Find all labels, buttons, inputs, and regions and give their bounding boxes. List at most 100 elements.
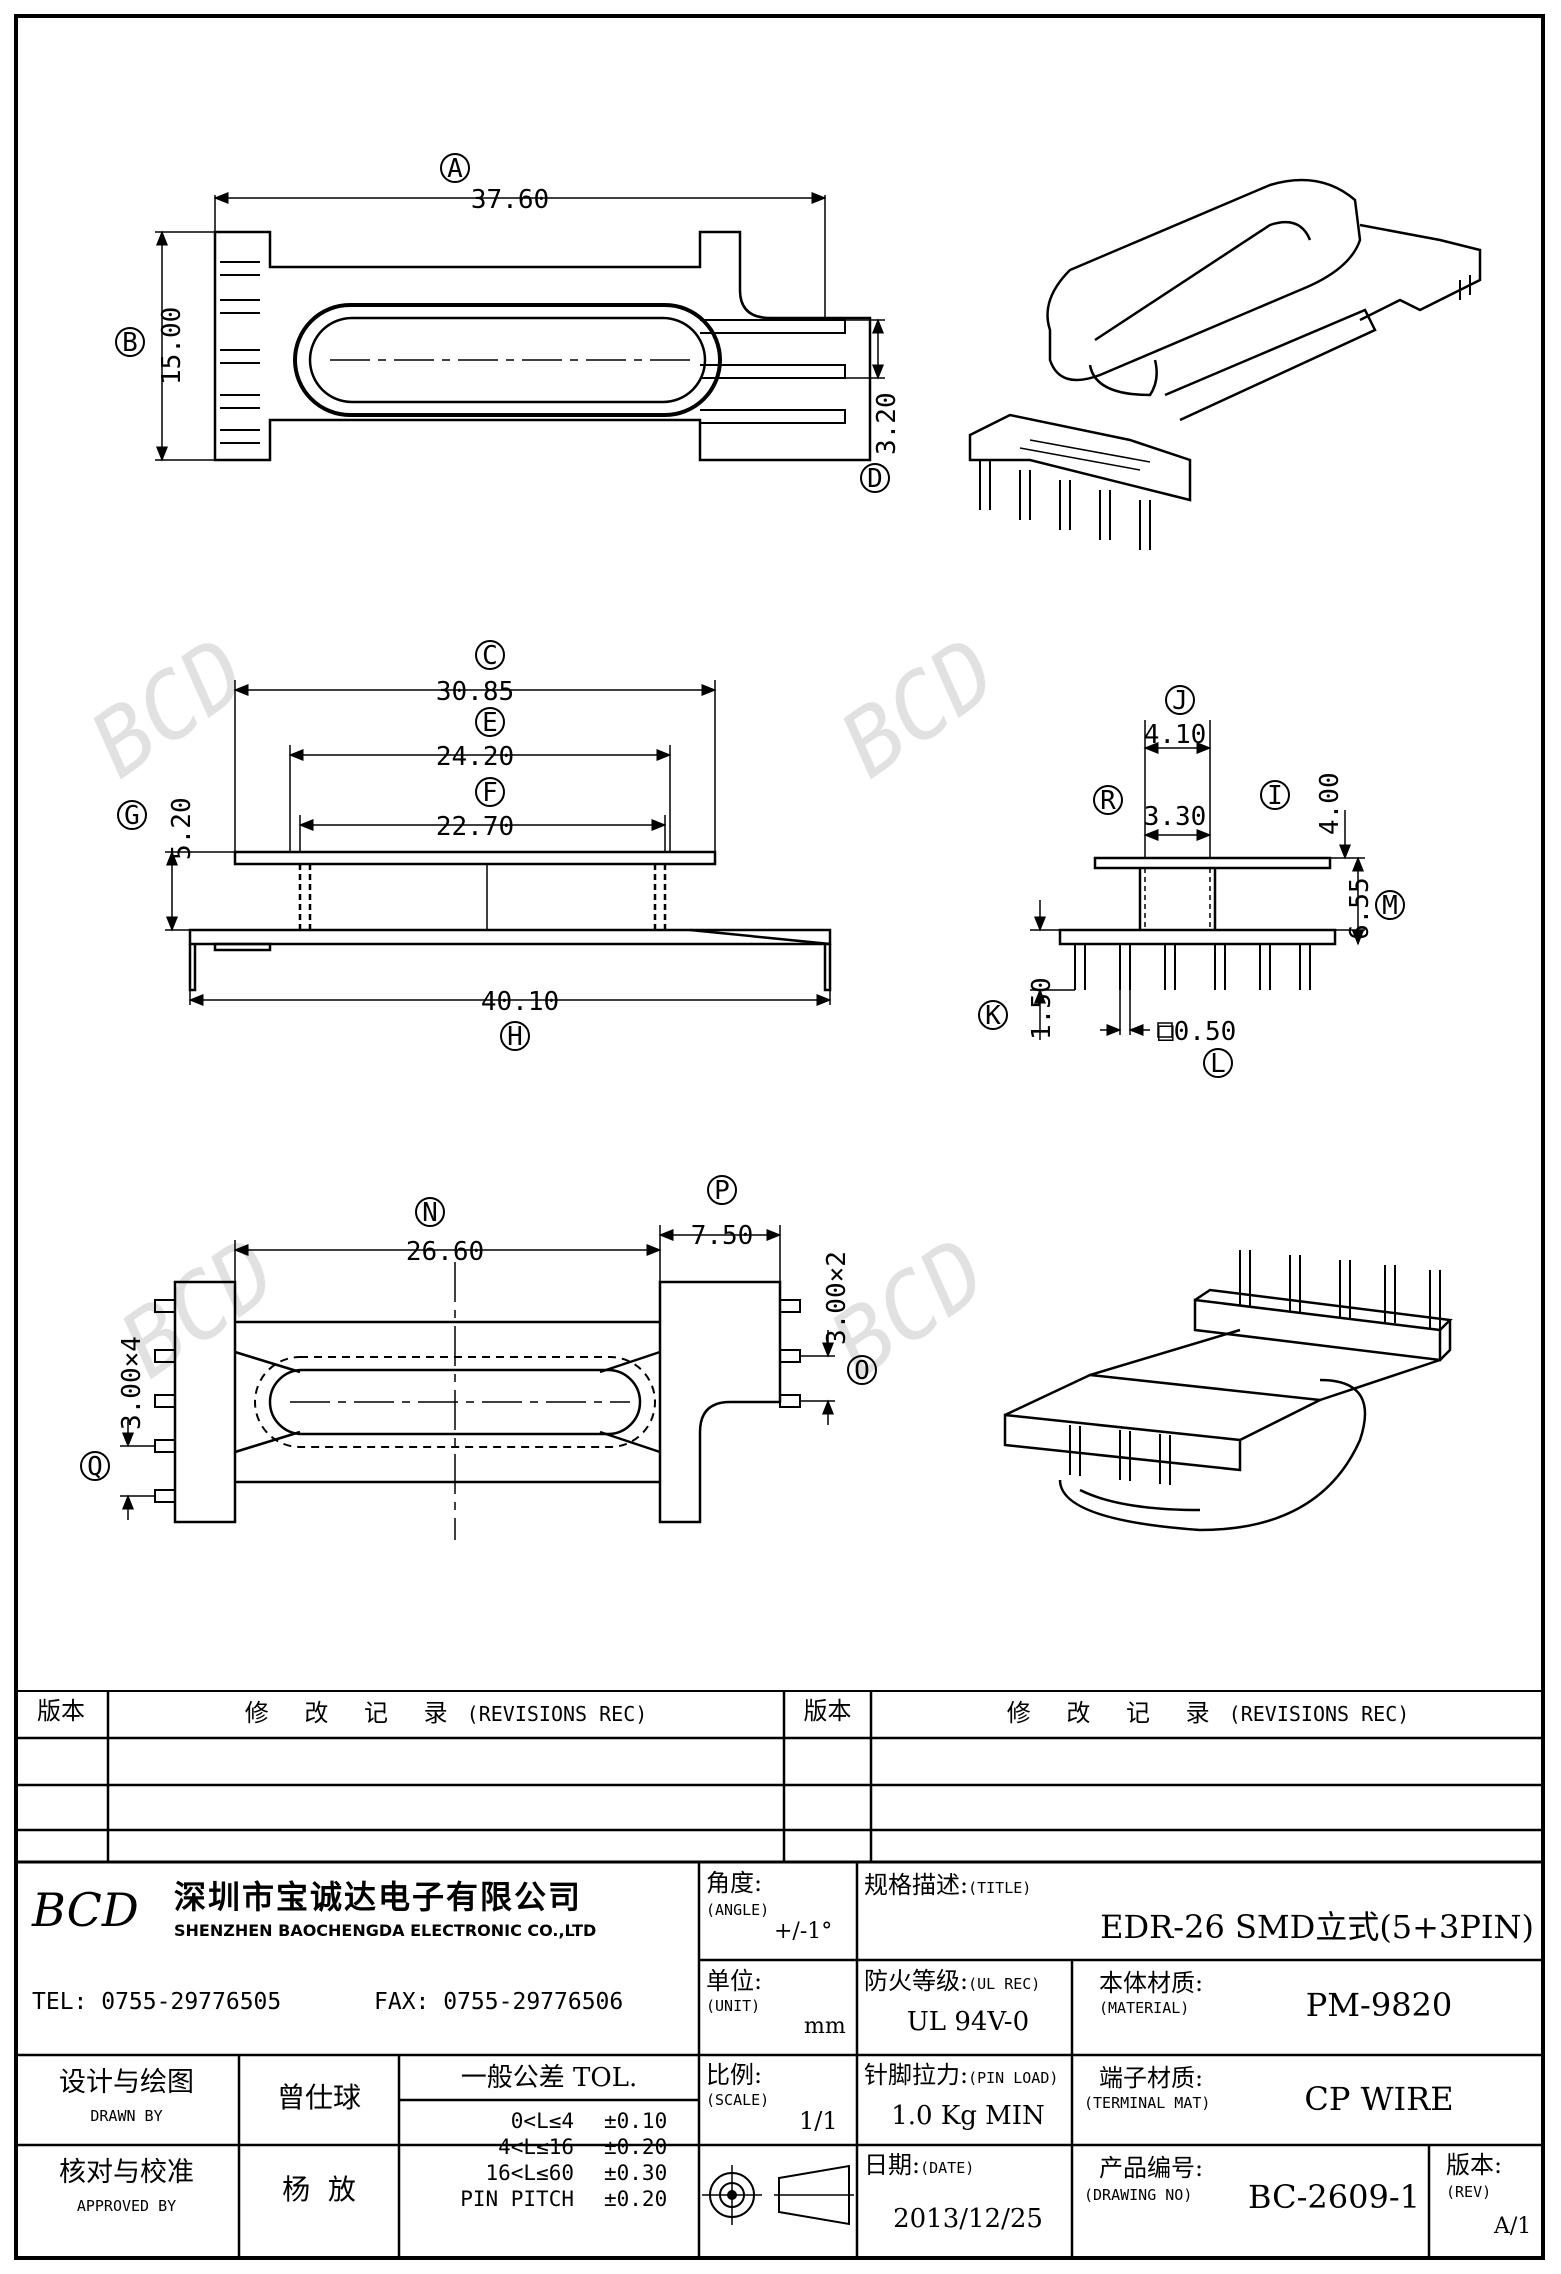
- dim-value-I: 4.00: [1315, 772, 1345, 835]
- dim-tag-Q: Q: [87, 1452, 103, 1482]
- scale-label-en: (SCALE): [706, 2091, 770, 2109]
- dim-value-J: 4.10: [1144, 720, 1207, 750]
- dim-tag-F: F: [482, 778, 498, 808]
- dim-tag-M: M: [1382, 891, 1398, 921]
- unit-label: 单位:: [706, 1967, 763, 1995]
- iso-view-top: [968, 178, 1482, 550]
- angle-label: 角度:: [706, 1869, 763, 1897]
- tolerance-table: 0<L≤4 ±0.10 4<L≤16 ±0.20 16<L≤60 ±0.30 PIN …: [409, 2108, 694, 2212]
- company-logo: BCD: [32, 1883, 139, 1937]
- drawing-no-value: BC-2609-1: [1247, 2178, 1420, 2216]
- company-name-en: SHENZHEN BAOCHENGDA ELECTRONIC CO.,LTD: [174, 1921, 597, 1940]
- tolerance-row: 4<L≤16 ±0.20: [409, 2134, 694, 2160]
- rev-record-label: 修 改 记 录: [244, 1699, 462, 1727]
- dim-value-R: 3.30: [1144, 802, 1207, 832]
- dim-value-F: 22.70: [436, 812, 514, 842]
- dim-tag-D: D: [867, 464, 883, 494]
- tolerance-value: ±0.30: [604, 2161, 668, 2185]
- rev-value: A/1: [1494, 2214, 1532, 2239]
- dim-value-P: 7.50: [691, 1221, 754, 1251]
- dim-tag-A: A: [447, 154, 463, 184]
- side-view-labels: C 30.85 E 24.20 F 22.70 G 5.20 40.10 H: [124, 641, 559, 1052]
- ul-value: UL 94V-0: [906, 2007, 1030, 2037]
- rev-record-header: 修 改 记 录 (REVISIONS REC): [108, 1700, 784, 1726]
- tolerance-value: ±0.20: [604, 2187, 668, 2211]
- date-label-row: 日期:(DATE): [864, 2152, 974, 2178]
- material-label: 本体材质:: [1099, 1969, 1204, 1997]
- top-view-labels: A 37.60 B 15.00 3.20 D: [122, 154, 902, 494]
- rev-record-label-en: (REVISIONS REC): [1228, 1702, 1410, 1726]
- unit-label-en: (UNIT): [706, 1997, 761, 2015]
- dim-value-K: 1.50: [1027, 977, 1057, 1040]
- dim-value-O: 3.00×2: [822, 1251, 852, 1345]
- tolerance-row: 16<L≤60 ±0.30: [409, 2160, 694, 2186]
- dim-tag-C: C: [482, 641, 498, 671]
- dim-value-B: 15.00: [157, 307, 187, 385]
- title-label-en: (TITLE): [968, 1879, 1032, 1897]
- end-view: [978, 685, 1405, 1078]
- tolerance-range: PIN PITCH: [460, 2187, 574, 2211]
- dim-value-E: 24.20: [436, 742, 514, 772]
- terminal-label-en: (TERMINAL MAT): [1084, 2094, 1211, 2112]
- drawing-no-label: 产品编号:: [1099, 2154, 1204, 2182]
- date-label: 日期:: [864, 2151, 921, 2179]
- tolerance-range: 0<L≤4: [510, 2109, 574, 2133]
- approved-label: 核对与校准: [59, 2157, 194, 2188]
- company-fax: FAX: 0755-29776506: [374, 1989, 624, 2015]
- dim-value-L: □0.50: [1158, 1017, 1236, 1047]
- projection-symbol-icon: [702, 2164, 854, 2226]
- material-label-en: (MATERIAL): [1099, 1999, 1190, 2017]
- drawn-value: 曾仕球: [276, 2081, 361, 2114]
- unit-value: mm: [804, 2014, 846, 2039]
- dim-value-A: 37.60: [471, 185, 549, 215]
- top-view: [115, 153, 890, 493]
- dim-value-C: 30.85: [436, 677, 514, 707]
- tolerance-value: ±0.10: [604, 2109, 668, 2133]
- scale-label: 比例:: [706, 2061, 763, 2089]
- rev-record-label: 修 改 记 录: [1006, 1699, 1224, 1727]
- drawn-label-en: DRAWN BY: [90, 2107, 163, 2125]
- iso-view-bottom: [1003, 1250, 1453, 1532]
- terminal-value: CP WIRE: [1304, 2080, 1454, 2118]
- dim-tag-N: N: [422, 1198, 438, 1228]
- title-label-row: 规格描述:(TITLE): [864, 1872, 1031, 1898]
- pin-load-label-row: 针脚拉力:(PIN LOAD): [864, 2062, 1058, 2088]
- dim-value-Q: 3.00×4: [117, 1336, 147, 1430]
- pin-load-value: 1.0 Kg MIN: [891, 2101, 1045, 2131]
- side-view: [117, 640, 832, 1051]
- dim-value-M: 6.55: [1345, 877, 1375, 940]
- rev-label-en: (REV): [1446, 2183, 1492, 2201]
- title-value: EDR-26 SMD立式(5+3PIN): [1100, 1908, 1534, 1946]
- ul-label: 防火等级:: [864, 1967, 969, 1995]
- dim-tag-K: K: [985, 1001, 1001, 1031]
- drawing-area: BCD BCD BCD BCD: [72, 153, 1482, 1540]
- bottom-view-labels: N 26.60 P 7.50 3.00×2 O 3.00×4 Q: [87, 1176, 870, 1482]
- title-block-grid: [14, 1690, 1545, 2260]
- tolerance-value: ±0.20: [604, 2135, 668, 2159]
- dim-tag-R: R: [1100, 786, 1116, 816]
- angle-value: +/-1°: [774, 1919, 833, 1944]
- watermark-text: BCD: [72, 619, 265, 798]
- company-name-cn: 深圳市宝诚达电子有限公司: [174, 1878, 583, 1916]
- date-label-en: (DATE): [920, 2159, 975, 2177]
- ul-label-en: (UL REC): [968, 1975, 1041, 1993]
- rev-version-header: 版本: [37, 1697, 85, 1725]
- tolerance-range: 16<L≤60: [485, 2161, 574, 2185]
- approved-label-en: APPROVED BY: [76, 2197, 177, 2215]
- bottom-view: [80, 1175, 877, 1540]
- title-block: 版本 修 改 记 录 (REVISIONS REC) 版本 修 改 记 录 (R…: [14, 1690, 1545, 2260]
- pin-load-label: 针脚拉力:: [864, 2061, 969, 2089]
- tolerance-title: 一般公差 TOL.: [460, 2063, 638, 2093]
- angle-label-en: (ANGLE): [706, 1901, 770, 1919]
- date-value: 2013/12/25: [893, 2204, 1043, 2234]
- tolerance-row: 0<L≤4 ±0.10: [409, 2108, 694, 2134]
- dim-tag-L: L: [1210, 1049, 1226, 1079]
- tolerance-range: 4<L≤16: [498, 2135, 574, 2159]
- drawing-no-label-en: (DRAWING NO): [1084, 2186, 1193, 2204]
- drawing-sheet: [14, 14, 1545, 2260]
- material-value: PM-9820: [1305, 1986, 1453, 2024]
- scale-value: 1/1: [799, 2107, 838, 2135]
- dim-tag-P: P: [714, 1176, 730, 1206]
- ul-label-row: 防火等级:(UL REC): [864, 1968, 1040, 1994]
- pin-load-label-en: (PIN LOAD): [968, 2069, 1059, 2087]
